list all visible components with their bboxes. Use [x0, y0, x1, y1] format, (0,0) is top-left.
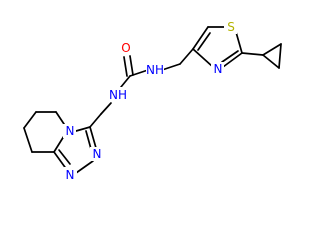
bond-ch2-triazole [89, 113, 102, 128]
triazole-nitrogen-label-bottom: N [66, 168, 75, 182]
bond-tri-n4-c3 [75, 126, 91, 132]
bond-c-nh-left [120, 75, 131, 88]
bond-c-o-b [129, 55, 134, 76]
oxygen-atom-label: O [121, 41, 130, 55]
bond-thz-s-c2 [235, 31, 243, 54]
chemical-structure-diagram: O NH NH N S N N N [23, 19, 282, 182]
triazole-nitrogen-label-right: N [93, 147, 102, 161]
bond-thz-c2-n-double [221, 50, 239, 63]
atom-label-layer: O NH NH N S N N N [63, 19, 237, 182]
bond-pip-c7-c8 [23, 127, 33, 153]
bond-c2-cyclopropyl [241, 52, 264, 56]
bond-tri-c3-n2-double [85, 130, 92, 150]
bond-ch2-thiazole [179, 48, 194, 65]
bond-nh-ch2-left [100, 102, 112, 115]
thiazole-sulfur-label: S [227, 20, 235, 34]
bond-cyclopropyl-b [262, 54, 280, 69]
bond-nh-ch2-right [161, 63, 181, 71]
bond-thz-n-c4 [192, 48, 214, 68]
bond-layer [23, 26, 282, 174]
bond-thz-c4-c5-double [197, 32, 211, 51]
bond-pip-c6-c7 [23, 111, 37, 129]
bond-tri-c8a-n4 [53, 135, 65, 153]
triazole-nitrogen-label-bridgehead: N [66, 124, 75, 138]
thiazole-nitrogen-label: N [214, 62, 223, 76]
bond-cyclopropyl-a [262, 43, 282, 56]
nh-atom-label-left: NH [109, 88, 127, 102]
bond-tri-c3-n2 [89, 126, 97, 149]
bond-tri-n1-c8a-double [58, 149, 71, 165]
nh-atom-label-right: NH [146, 63, 164, 77]
bond-thz-c2-n [222, 52, 243, 68]
bond-tri-n2-n1 [75, 160, 94, 174]
bond-thz-c4-c5 [192, 26, 209, 50]
bond-cyclopropyl-c [278, 43, 282, 69]
bond-c-nh-right [129, 69, 149, 77]
bond-c-o-a [123, 56, 128, 77]
